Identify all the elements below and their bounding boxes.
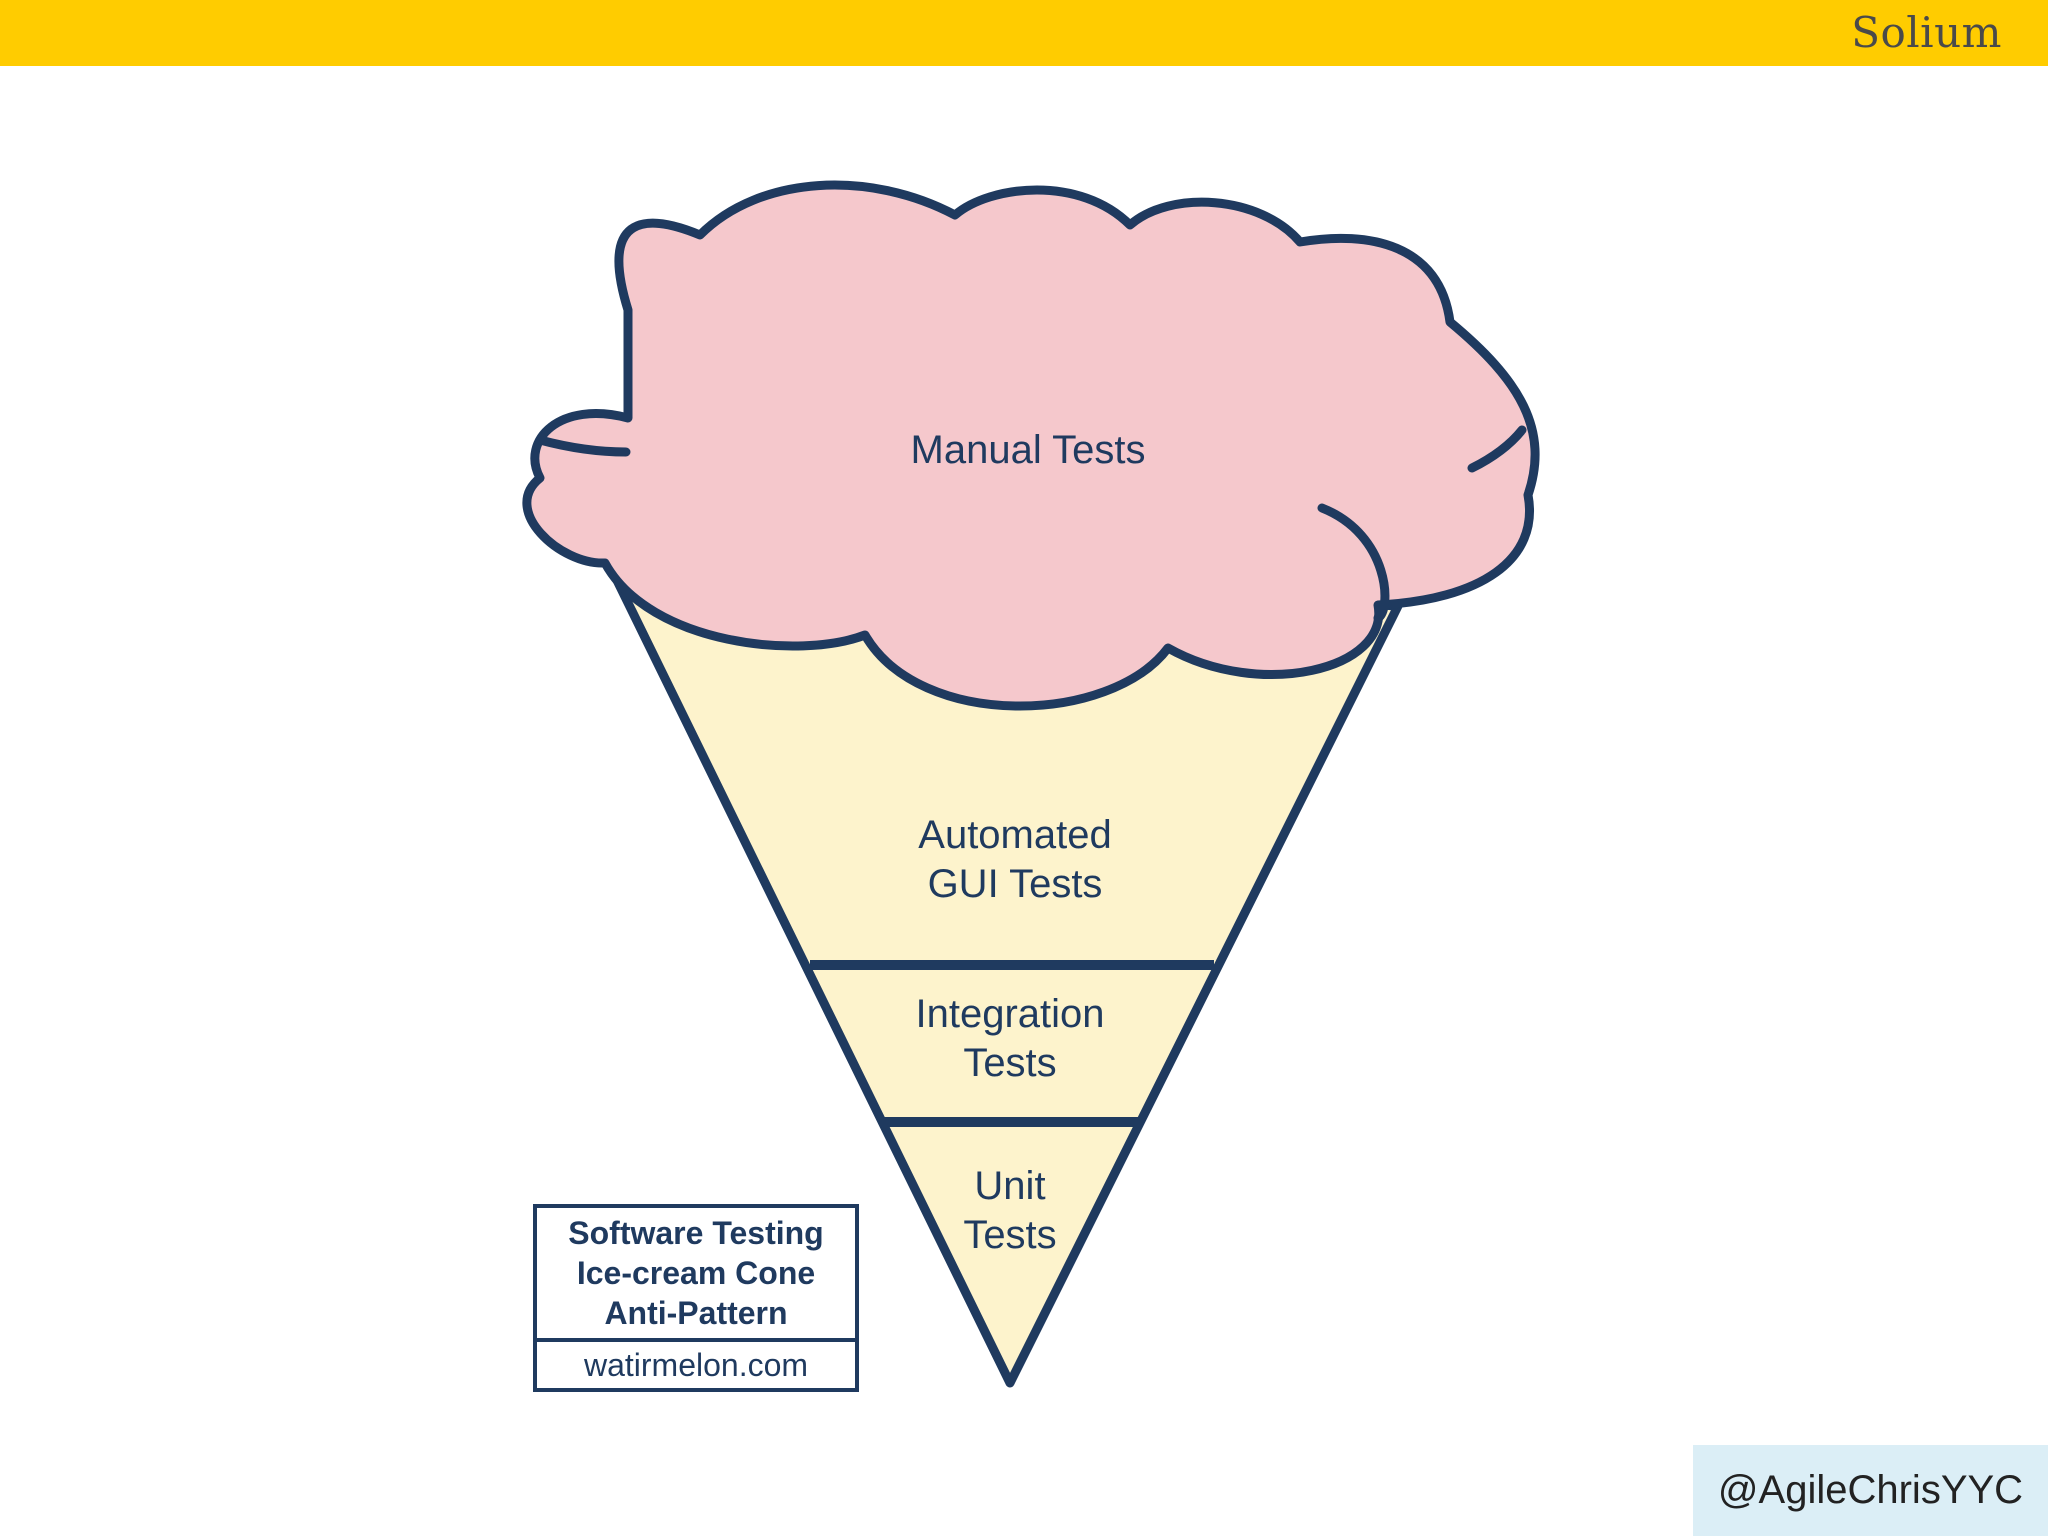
- diagram-legend-box: Software Testing Ice-cream Cone Anti-Pat…: [533, 1204, 859, 1392]
- twitter-handle-badge: @AgileChrisYYC: [1693, 1445, 2048, 1536]
- layer-label-automated-line1: Automated: [918, 813, 1111, 857]
- layer-label-unit-line1: Unit: [974, 1164, 1045, 1208]
- layer-label-integration-line1: Integration: [915, 992, 1104, 1036]
- cloud-inner-stroke-far-right: [1467, 425, 1527, 473]
- legend-title-line: Anti-Pattern: [604, 1295, 788, 1331]
- twitter-handle: @AgileChrisYYC: [1717, 1468, 2024, 1512]
- layer-label-unit-line2: Tests: [963, 1213, 1056, 1257]
- legend-title: Software Testing Ice-cream Cone Anti-Pat…: [537, 1208, 855, 1342]
- layer-label-integration-line2: Tests: [963, 1041, 1056, 1085]
- legend-source-url: watirmelon.com: [583, 1346, 809, 1383]
- legend-title-line: Software Testing: [568, 1215, 824, 1251]
- cloud-inner-stroke-right: [1317, 503, 1390, 623]
- manual-tests-cloud: [522, 180, 1540, 711]
- layer-label-manual: Manual Tests: [911, 428, 1146, 472]
- cloud-inner-stroke-left: [535, 435, 631, 457]
- layer-label-automated-line2: GUI Tests: [928, 862, 1103, 906]
- legend-title-line: Ice-cream Cone: [576, 1255, 816, 1291]
- brand-logo: Solium: [1851, 8, 2002, 57]
- header-bar: Solium: [0, 0, 2048, 66]
